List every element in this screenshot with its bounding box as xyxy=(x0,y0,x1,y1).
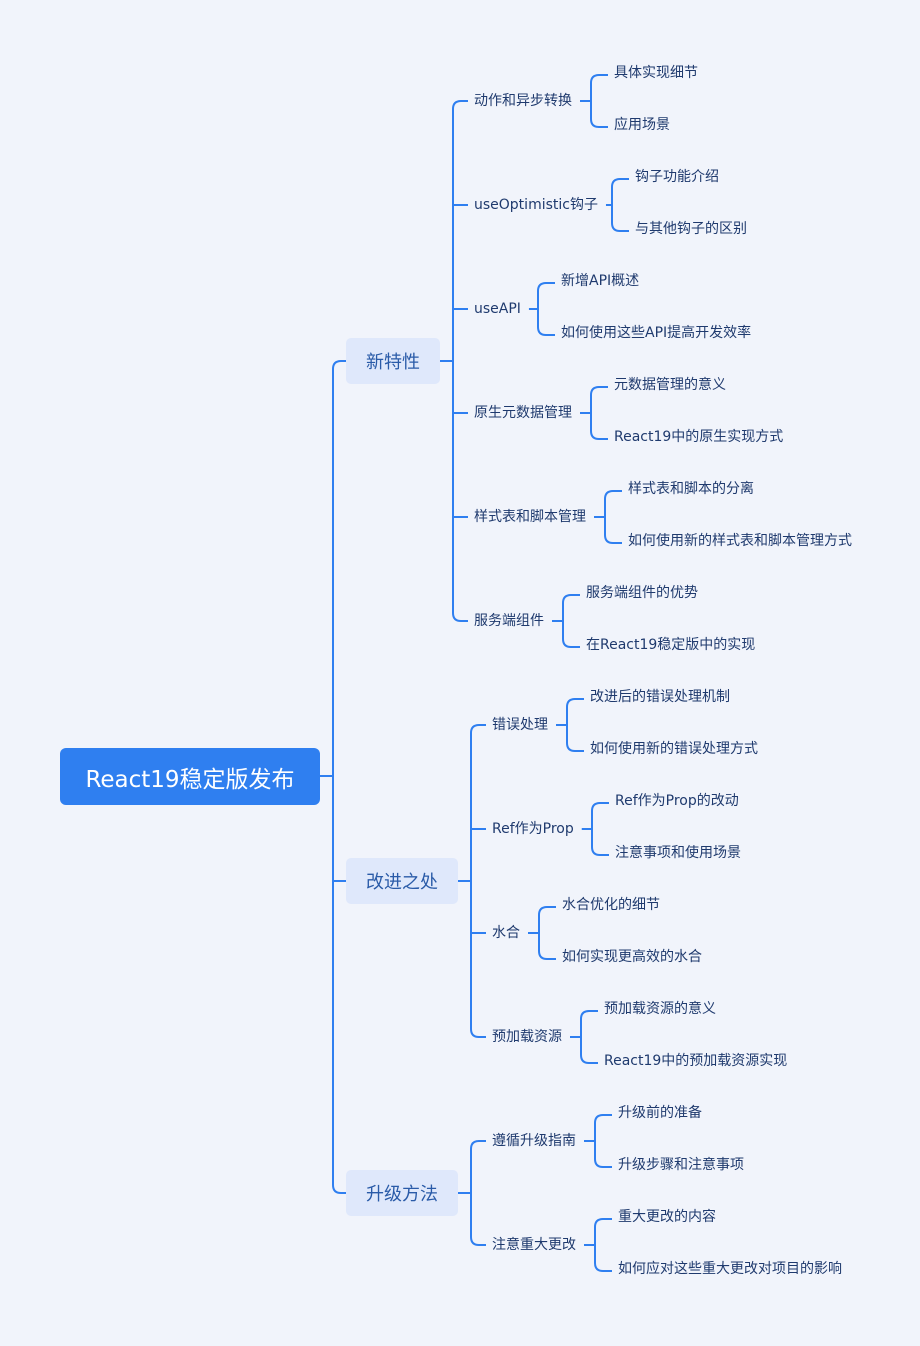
leaf-node[interactable]: 如何应对这些重大更改对项目的影响 xyxy=(618,1261,842,1277)
connector xyxy=(566,725,584,752)
leaf-node[interactable]: 升级步骤和注意事项 xyxy=(618,1157,744,1173)
topic-node[interactable]: 预加载资源 xyxy=(492,1029,562,1045)
connector xyxy=(594,1245,612,1272)
connector xyxy=(590,74,608,101)
leaf-node[interactable]: 如何使用新的样式表和脚本管理方式 xyxy=(628,533,852,549)
connector xyxy=(470,1193,486,1246)
topic-node[interactable]: 水合 xyxy=(492,925,520,941)
topic-node[interactable]: 动作和异步转换 xyxy=(474,93,572,109)
connector xyxy=(604,517,622,544)
leaf-node[interactable]: 新增API概述 xyxy=(561,273,640,289)
connector xyxy=(590,101,608,128)
connector xyxy=(452,361,468,622)
connector xyxy=(332,360,346,776)
connector xyxy=(566,698,584,725)
topic-node[interactable]: useOptimistic钩子 xyxy=(474,197,598,213)
connector xyxy=(604,490,622,517)
connector xyxy=(591,802,609,829)
leaf-node[interactable]: 升级前的准备 xyxy=(618,1105,702,1121)
connector xyxy=(470,724,486,881)
topic-node[interactable]: Ref作为Prop xyxy=(492,821,574,837)
connector xyxy=(590,413,608,440)
topic-node[interactable]: 服务端组件 xyxy=(474,613,544,629)
leaf-node[interactable]: Ref作为Prop的改动 xyxy=(615,793,739,809)
root-node[interactable]: React19稳定版发布 xyxy=(60,748,320,805)
connector xyxy=(580,1037,598,1064)
branch-node-new-features[interactable]: 新特性 xyxy=(346,338,440,384)
connector xyxy=(562,594,580,621)
connector xyxy=(594,1141,612,1168)
topic-node[interactable]: 样式表和脚本管理 xyxy=(474,509,586,525)
connector xyxy=(580,1010,598,1037)
connector xyxy=(594,1114,612,1141)
branch-node-improvements[interactable]: 改进之处 xyxy=(346,858,458,904)
connector xyxy=(332,776,346,1194)
connector xyxy=(538,933,556,960)
leaf-node[interactable]: 样式表和脚本的分离 xyxy=(628,481,754,497)
connector xyxy=(470,881,486,1038)
connector xyxy=(537,309,555,336)
leaf-node[interactable]: 服务端组件的优势 xyxy=(586,585,698,601)
connector xyxy=(590,386,608,413)
topic-node[interactable]: 注意重大更改 xyxy=(492,1237,576,1253)
connector xyxy=(611,178,629,205)
leaf-node[interactable]: React19中的原生实现方式 xyxy=(614,429,784,445)
leaf-node[interactable]: 重大更改的内容 xyxy=(618,1209,716,1225)
leaf-node[interactable]: 与其他钩子的区别 xyxy=(635,221,747,237)
topic-node[interactable]: 错误处理 xyxy=(492,717,548,733)
leaf-node[interactable]: 注意事项和使用场景 xyxy=(615,845,741,861)
connector xyxy=(470,1140,486,1193)
connector xyxy=(562,621,580,648)
connector xyxy=(538,906,556,933)
leaf-node[interactable]: 如何使用新的错误处理方式 xyxy=(590,741,758,757)
leaf-node[interactable]: 预加载资源的意义 xyxy=(604,1001,716,1017)
leaf-node[interactable]: 如何使用这些API提高开发效率 xyxy=(561,325,752,341)
connector xyxy=(452,100,468,361)
leaf-node[interactable]: 如何实现更高效的水合 xyxy=(562,949,702,965)
topic-node[interactable]: 遵循升级指南 xyxy=(492,1133,576,1149)
connector xyxy=(537,282,555,309)
leaf-node[interactable]: 钩子功能介绍 xyxy=(635,169,719,185)
connector xyxy=(594,1218,612,1245)
leaf-node[interactable]: React19中的预加载资源实现 xyxy=(604,1053,788,1069)
connector xyxy=(591,829,609,856)
leaf-node[interactable]: 应用场景 xyxy=(614,117,670,133)
leaf-node[interactable]: 改进后的错误处理机制 xyxy=(590,689,730,705)
leaf-node[interactable]: 在React19稳定版中的实现 xyxy=(586,637,756,653)
topic-node[interactable]: useAPI xyxy=(474,301,521,317)
branch-node-upgrade-methods[interactable]: 升级方法 xyxy=(346,1170,458,1216)
topic-node[interactable]: 原生元数据管理 xyxy=(474,405,572,421)
leaf-node[interactable]: 具体实现细节 xyxy=(614,65,698,81)
leaf-node[interactable]: 元数据管理的意义 xyxy=(614,377,726,393)
connector xyxy=(611,205,629,232)
leaf-node[interactable]: 水合优化的细节 xyxy=(562,897,660,913)
